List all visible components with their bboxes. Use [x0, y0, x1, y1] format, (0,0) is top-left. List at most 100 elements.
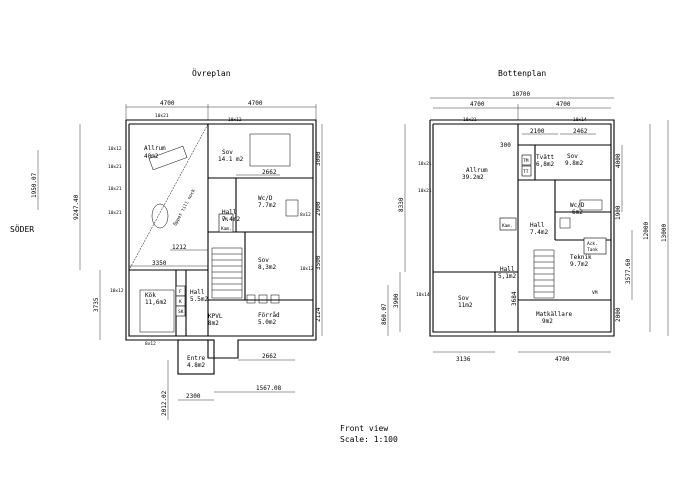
room-area: 4.8m2 — [187, 362, 205, 369]
room-area: 8m2 — [208, 320, 219, 327]
dim-label: 1567.08 — [256, 385, 282, 392]
dim-label: 2900 — [315, 201, 322, 216]
room-name: Sov — [458, 295, 469, 302]
window-size: 10x21 — [418, 188, 432, 194]
appliance-icon — [258, 294, 268, 304]
room-area: 5.5m2 — [190, 296, 208, 303]
room-name: Hall — [222, 209, 237, 216]
dim-label: 2662 — [262, 353, 277, 360]
window-size: 8x12 — [145, 341, 156, 347]
room-name: Tvätt — [536, 154, 554, 161]
dim-label: 2000 — [615, 307, 622, 322]
dryer-box — [521, 165, 532, 177]
room-name: Entre — [187, 355, 205, 362]
room-area: 5,1m2 — [498, 273, 516, 280]
room-area: 5.0m2 — [258, 319, 276, 326]
lower-inner-wall — [432, 123, 612, 333]
tank-label: Tank — [587, 247, 598, 253]
tt-label: TT — [523, 169, 529, 175]
dim-label: 300 — [500, 142, 511, 149]
kitchen-counter-icon — [139, 289, 175, 333]
dim-label: 4700 — [555, 356, 570, 363]
upper-inner-wall — [128, 123, 314, 337]
room-area: 6,8m2 — [536, 161, 554, 168]
room-area: 9.8m2 — [565, 160, 583, 167]
window-size: 10x21 — [418, 161, 432, 167]
upper-window-labels: 10x21 10x12 10x12 10x21 10x21 10x21 10x1… — [108, 113, 314, 347]
dim-label: 860.07 — [381, 303, 388, 325]
sofa-icon — [148, 145, 188, 171]
dim-label: 8330 — [398, 197, 405, 212]
window-size: 8x12 — [300, 212, 311, 218]
room-area: 8,3m2 — [258, 264, 276, 271]
dim-label: 3350 — [152, 260, 167, 267]
window-size: 10x21 — [108, 210, 122, 216]
window-size: 10x12 — [110, 288, 124, 294]
room-name: Hall — [190, 289, 205, 296]
tm-label: TM — [523, 158, 529, 164]
room-name: Kök — [145, 292, 156, 299]
upper-plan: Allrum 40m2 Sov 14.1 m2 Wc/D 7.7m2 Hall … — [31, 100, 323, 420]
room-area: 7.7m2 — [258, 202, 276, 209]
lower-stairs — [533, 249, 555, 299]
table-icon — [151, 203, 169, 229]
room-name: Sov — [222, 149, 233, 156]
lower-room-labels: Allrum 39.2m2 Tvätt 6,8m2 Sov 9.8m2 Wc/D… — [458, 153, 598, 325]
open-ridge-line — [128, 123, 209, 271]
storage-box — [175, 305, 186, 317]
room-name: Sov — [567, 153, 578, 160]
vm-label: VM — [222, 217, 228, 223]
side-label: SÖDER — [10, 224, 34, 234]
vm-label: VM — [592, 290, 598, 296]
dim-label: 10700 — [512, 91, 530, 98]
view-label: Front view — [340, 424, 388, 433]
room-area: 11m2 — [458, 302, 473, 309]
dim-label: 3000 — [315, 151, 322, 166]
kam-label: Kam. — [502, 223, 513, 229]
lower-outer-wall — [429, 119, 615, 337]
window-size: 10x14 — [573, 117, 587, 123]
room-name: Allrum — [144, 145, 166, 152]
dim-label: 3735 — [93, 297, 100, 312]
room-name: Hall — [500, 266, 515, 273]
upper-plan-title: Övreplan — [192, 68, 231, 78]
ack-tank-box — [583, 237, 607, 255]
dim-label: 9247.40 — [73, 194, 80, 220]
scale-label: Scale: 1:100 — [340, 435, 398, 444]
lower-window-labels: 10x21 10x14 10x21 10x21 10x14 — [416, 117, 587, 298]
room-name: KPVL — [208, 313, 223, 320]
stair-note: Öppet till nock — [172, 188, 197, 227]
dim-label: 4700 — [470, 101, 485, 108]
dim-label: 13000 — [661, 224, 668, 242]
room-area: 9.7m2 — [570, 261, 588, 268]
dim-label: 2124 — [315, 307, 322, 322]
appliance-icon — [246, 294, 256, 304]
dim-label: 4700 — [248, 100, 263, 107]
dim-label: 2662 — [262, 169, 277, 176]
dim-label: 4700 — [556, 101, 571, 108]
window-size: 10x21 — [463, 117, 477, 123]
appliance-icon — [270, 294, 280, 304]
window-size: 10x12 — [228, 117, 242, 123]
dim-label: 1212 — [172, 244, 187, 251]
room-name: Sov — [258, 257, 269, 264]
window-size: 10x12 — [108, 146, 122, 152]
kam-label: Kam. — [221, 226, 232, 232]
window-size: 10x14 — [416, 292, 430, 298]
fridge-label: F — [179, 289, 182, 295]
dim-label: 3500 — [315, 255, 322, 270]
storage-label: SK — [178, 309, 184, 315]
shower-icon — [579, 199, 603, 211]
lower-plan-title: Bottenplan — [498, 69, 546, 78]
room-name: Wc/D — [570, 202, 585, 209]
room-name: Teknik — [570, 254, 592, 261]
room-area: 9m2 — [542, 318, 553, 325]
upper-dimensions: 4700 4700 9247.40 1950.07 3000 2900 3500… — [31, 100, 323, 420]
lower-plan: Allrum 39.2m2 Tvätt 6,8m2 Sov 9.8m2 Wc/D… — [381, 91, 669, 363]
dim-label: 3684 — [511, 291, 518, 306]
freezer-label: K — [179, 299, 182, 305]
window-size: 10x21 — [108, 186, 122, 192]
upper-entre-wall — [177, 339, 215, 375]
ack-label: Ack. — [587, 241, 598, 247]
